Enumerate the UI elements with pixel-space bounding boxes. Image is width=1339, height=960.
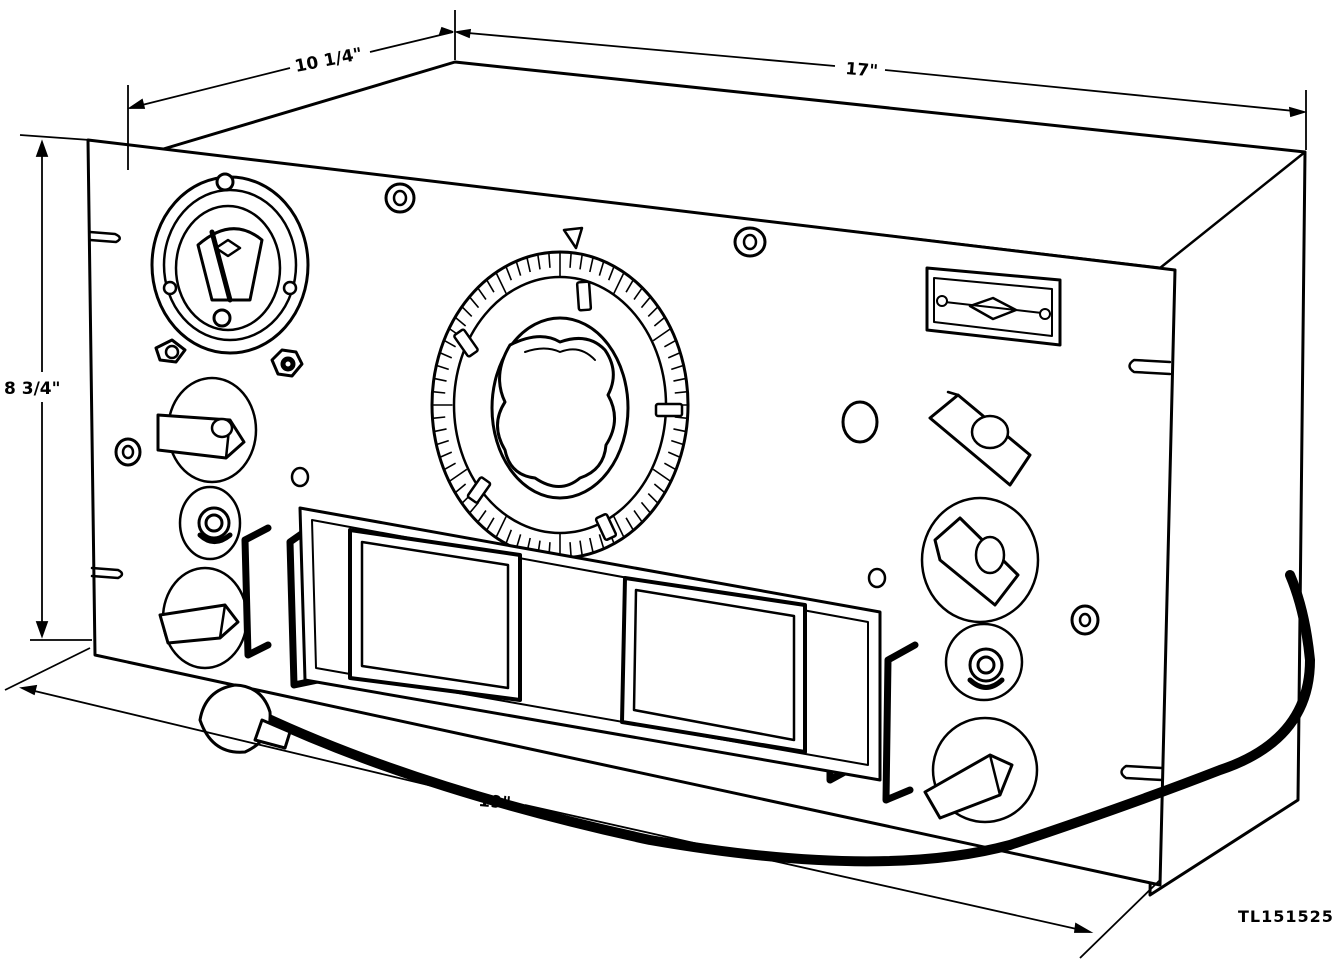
window-right [620, 576, 807, 754]
dial-index-pointer [562, 226, 584, 250]
screw-head-small-left [290, 466, 310, 488]
dial-tick [569, 542, 572, 558]
selector-knob-left-lower [158, 566, 249, 670]
panel-screw-right [1070, 604, 1100, 636]
dimension-label-depth: 10 1/4" [293, 44, 364, 77]
dial-tick [640, 501, 652, 514]
dial-tick [436, 364, 449, 371]
dial-tick [515, 260, 522, 276]
window-left [348, 528, 522, 702]
dial-tick [526, 257, 531, 273]
dial-tick [569, 252, 572, 268]
mounting-slot-top-right [1128, 358, 1172, 376]
dimension-label-height: 8 3/4" [4, 379, 60, 399]
dial-tick [625, 517, 635, 531]
power-cable [198, 570, 1315, 867]
pilot-lamp [841, 400, 879, 444]
dial-tick [468, 501, 480, 514]
dial-tick [674, 390, 688, 394]
dial-tick [485, 517, 495, 531]
dial-tick [633, 510, 643, 523]
dial-tick [625, 279, 635, 293]
phone-jack [270, 348, 304, 378]
selector-knob-right-upper [928, 390, 1032, 487]
dial-tick [454, 316, 467, 327]
selector-knob-right-bottom [923, 716, 1039, 824]
dial-tick [589, 537, 594, 553]
mounting-slot-top-left [88, 230, 121, 244]
selector-knob-left-upper [156, 376, 258, 484]
dial-tick [652, 327, 672, 342]
figure-code: TL151525 [1238, 907, 1334, 926]
dial-tick [589, 257, 594, 273]
dial-tick [579, 540, 584, 556]
dial-tick [433, 377, 447, 382]
dial-tick [652, 468, 672, 483]
dial-tick [653, 483, 666, 494]
dial-tick [667, 451, 681, 459]
dial-tick [673, 377, 687, 382]
dial-tick [613, 272, 625, 295]
dial-tick [613, 515, 625, 538]
dial-tick [432, 390, 446, 394]
dial-tick [439, 351, 453, 359]
dial-tick [443, 339, 456, 348]
dial-tick [673, 428, 687, 433]
screw-head-small-right [867, 567, 887, 589]
dimension-label-chassis-width: 17" [845, 59, 879, 82]
dimension-lines [4, 10, 1308, 959]
dial-tick [653, 316, 666, 327]
dial-tick [671, 364, 684, 371]
panel-screw-top-right [733, 226, 767, 258]
dial-tick [579, 254, 584, 270]
dial-tick [633, 287, 643, 300]
dial-tick [461, 306, 473, 318]
dial-tick [640, 296, 652, 309]
dial-tick [468, 296, 480, 309]
dial-tick [436, 439, 449, 446]
tuning-knob [496, 335, 616, 488]
control-knob-right-lower [944, 622, 1024, 702]
dial-tick [443, 462, 456, 471]
dial-tick [433, 428, 447, 433]
dial-tick [664, 462, 677, 471]
dial-tick [485, 279, 495, 293]
dial-tick [607, 266, 615, 281]
toggle-switch [154, 338, 187, 364]
control-knob-left-middle [178, 485, 242, 561]
dial-tick [495, 515, 507, 538]
dial-tick [598, 260, 605, 276]
dial-tick [536, 254, 541, 270]
dial-tick [432, 416, 446, 420]
dial-tick [664, 339, 677, 348]
dial-tick [548, 252, 551, 268]
dial-tick [477, 287, 487, 300]
dial-tick [477, 510, 487, 523]
panel-screw-left [114, 437, 142, 467]
selector-knob-right-middle [920, 496, 1040, 624]
dial-tick [448, 468, 468, 483]
handle-left-outer-inner [243, 526, 270, 657]
mounting-slot-bottom-left [90, 566, 124, 580]
name-plate [925, 266, 1062, 347]
dial-tick [439, 451, 453, 459]
dimension-label-panel-width: 19" [478, 791, 512, 814]
dial-tick [495, 272, 507, 295]
dial-tick [647, 492, 659, 504]
mounting-slot-bottom-right [1120, 764, 1164, 782]
dial-tick [667, 351, 681, 359]
dial-tick [505, 529, 513, 544]
dial-tick [454, 483, 467, 494]
panel-screw-top-left [384, 182, 416, 214]
dial-tick [647, 306, 659, 318]
dial-tick [505, 266, 513, 281]
dial-tick [671, 439, 684, 446]
window-frame [298, 506, 882, 782]
dial-tick [598, 534, 605, 550]
main-tuning-dial [430, 250, 690, 560]
signal-meter [150, 172, 310, 355]
